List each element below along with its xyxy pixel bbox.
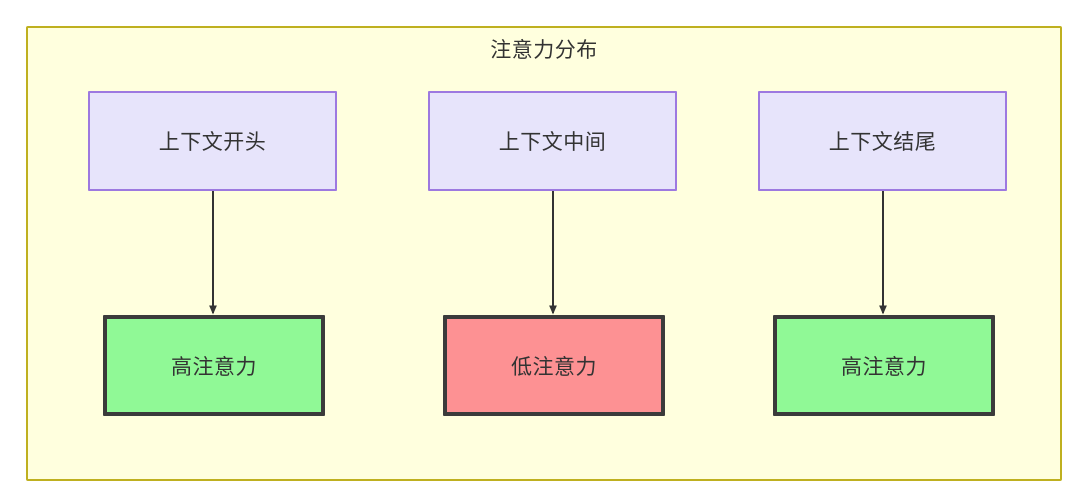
node-attention-start[interactable]: 高注意力 [103,315,325,416]
subgraph-title: 注意力分布 [490,39,598,62]
node-attention-middle[interactable]: 低注意力 [443,315,665,416]
node-context-end[interactable]: 上下文结尾 [758,91,1007,191]
node-context-start[interactable]: 上下文开头 [88,91,337,191]
node-context-middle[interactable]: 上下文中间 [428,91,677,191]
node-attention-end[interactable]: 高注意力 [773,315,995,416]
